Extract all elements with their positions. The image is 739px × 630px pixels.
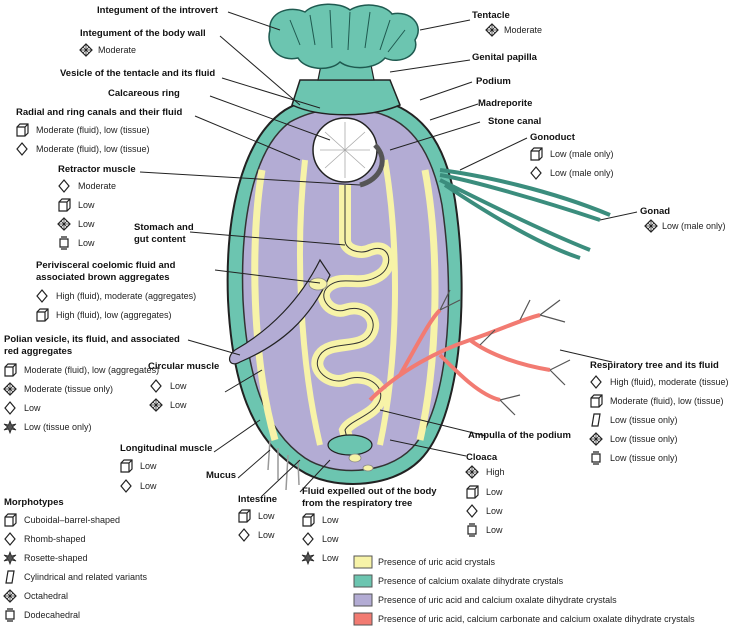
- label-respiratory-tree: Respiratory tree and its fluid: [590, 360, 719, 371]
- label-polian-vesicle: Polian vesicle, its fluid, and associate…: [4, 334, 180, 345]
- gonoduct-cube: Low (male only): [550, 149, 614, 159]
- polian-octa: Moderate (tissue only): [24, 384, 114, 394]
- label-gonoduct: Gonoduct: [530, 132, 575, 143]
- label-gonad: Gonad: [640, 206, 671, 217]
- morphotype-rosette: Rosette-shaped: [24, 553, 88, 563]
- label-stone-canal: Stone canal: [488, 116, 542, 127]
- morphotype-cylinder: Cylindrical and related variants: [24, 572, 148, 582]
- cloaca-rhomb: Low: [486, 506, 503, 516]
- resp-dodeca: Low (tissue only): [610, 453, 678, 463]
- label-tentacle: Tentacle: [472, 10, 510, 21]
- label-vesicle: Vesicle of the tentacle and its fluid: [60, 68, 216, 79]
- label-perivisceral: Perivisceral coelomic fluid and: [36, 260, 176, 271]
- expelled-fluid: [362, 464, 374, 472]
- calcareous-ring-detail: [320, 122, 370, 178]
- label-calcareous-ring: Calcareous ring: [108, 88, 180, 99]
- resp-rhomb: High (fluid), moderate (tissue): [610, 377, 729, 387]
- circular-rhomb: Low: [170, 381, 187, 391]
- label-integument-introvert: Integument of the introvert: [97, 5, 218, 16]
- label-circular-muscle: Circular muscle: [148, 361, 220, 372]
- fluid-rhomb: Low: [322, 534, 339, 544]
- expelled-fluid: [348, 453, 362, 463]
- label-mucus: Mucus: [206, 470, 237, 481]
- stone-canal: [359, 143, 385, 188]
- intestine-rhomb: Low: [258, 530, 275, 540]
- longitudinal-muscle-band: [251, 169, 279, 441]
- body-cavity: [241, 108, 450, 472]
- brown-aggregate: [308, 277, 328, 291]
- perivisceral-cube: High (fluid), low (aggregates): [56, 310, 172, 320]
- label-podium: Podium: [476, 76, 511, 87]
- morphotypes-title: Morphotypes: [4, 497, 64, 508]
- legend-calcium-oxalate: Presence of calcium oxalate dihydrate cr…: [378, 576, 564, 586]
- tentacle-octa: Moderate: [504, 25, 543, 35]
- label-polian-2: red aggregates: [4, 346, 73, 357]
- respiratory-tree-branches: [439, 289, 571, 416]
- resp-cube: Moderate (fluid), low (tissue): [610, 396, 724, 406]
- polian-cube: Moderate (fluid), low (aggregates): [24, 365, 160, 375]
- label-genital-papilla: Genital papilla: [472, 52, 537, 63]
- resp-octa: Low (tissue only): [610, 434, 678, 444]
- legend-swatches: [353, 555, 373, 626]
- label-madreporite: Madreporite: [478, 98, 533, 109]
- mucus-drips: [267, 439, 300, 491]
- morphotype-icons: [3, 513, 17, 622]
- legend-uric-carbonate-oxalate: Presence of uric acid, calcium carbonate…: [378, 614, 695, 624]
- label-radial-canals: Radial and ring canals and their fluid: [16, 107, 183, 118]
- longitudinal-muscle-band: [416, 169, 439, 441]
- polian-vesicle: [228, 258, 331, 365]
- morphotype-cube: Cuboidal–barrel-shaped: [24, 515, 121, 525]
- fluid-rosette: Low: [322, 553, 339, 563]
- label-cloaca: Cloaca: [466, 452, 498, 463]
- morphotype-dodeca: Dodecahedral: [24, 610, 81, 620]
- leader-lines: [139, 11, 638, 497]
- gonad-octa: Low (male only): [662, 221, 726, 231]
- label-fluid-expelled-2: from the respiratory tree: [302, 498, 413, 509]
- radial-cube: Moderate (fluid), low (tissue): [36, 125, 150, 135]
- retractor-dodeca: Low: [78, 238, 95, 248]
- morphotype-rhomb: Rhomb-shaped: [24, 534, 86, 544]
- label-longitudinal-muscle: Longitudinal muscle: [120, 443, 213, 454]
- body-wall-octa: Moderate: [98, 45, 137, 55]
- respiratory-tree: [368, 308, 551, 402]
- label-ampulla: Ampulla of the podium: [468, 430, 571, 441]
- morphotype-octa: Octahedral: [24, 591, 69, 601]
- legend-uric-acid: Presence of uric acid crystals: [378, 557, 496, 567]
- cloaca-dodeca: Low: [486, 525, 503, 535]
- fluid-cube: Low: [322, 515, 339, 525]
- retractor-cube: Low: [78, 200, 95, 210]
- polian-rosette: Low (tissue only): [24, 422, 92, 432]
- legend-uric-and-oxalate: Presence of uric acid and calcium oxalat…: [378, 595, 617, 605]
- introvert: [291, 79, 401, 116]
- cloaca: [327, 434, 373, 456]
- tentacle-branches: [289, 9, 406, 53]
- label-gut-content: gut content: [134, 234, 186, 245]
- label-intestine: Intestine: [238, 494, 278, 505]
- intestine-cube: Low: [258, 511, 275, 521]
- label-fluid-expelled: Fluid expelled out of the body: [302, 486, 437, 497]
- polian-rhomb: Low: [24, 403, 41, 413]
- cloaca-octa: High: [486, 467, 505, 477]
- gonad: [439, 168, 611, 260]
- retractor-rhomb: Moderate: [78, 181, 117, 191]
- longitudinal-cube: Low: [140, 461, 157, 471]
- gonoduct-rhomb: Low (male only): [550, 168, 614, 178]
- circular-octa: Low: [170, 400, 187, 410]
- radial-rhomb: Moderate (fluid), low (tissue): [36, 144, 150, 154]
- label-integument-body-wall: Integument of the body wall: [80, 28, 206, 39]
- longitudinal-rhomb: Low: [140, 481, 157, 491]
- perivisceral-rhomb: High (fluid), moderate (aggregates): [56, 291, 197, 301]
- gut-outline: [317, 185, 390, 451]
- label-perivisceral-2: associated brown aggregates: [36, 272, 170, 283]
- retractor-octa: Low: [78, 219, 95, 229]
- label-retractor-muscle: Retractor muscle: [58, 164, 136, 175]
- resp-cylinder: Low (tissue only): [610, 415, 678, 425]
- label-stomach: Stomach and: [134, 222, 194, 233]
- tentacle-crown: [268, 3, 419, 70]
- cloaca-cube: Low: [486, 487, 503, 497]
